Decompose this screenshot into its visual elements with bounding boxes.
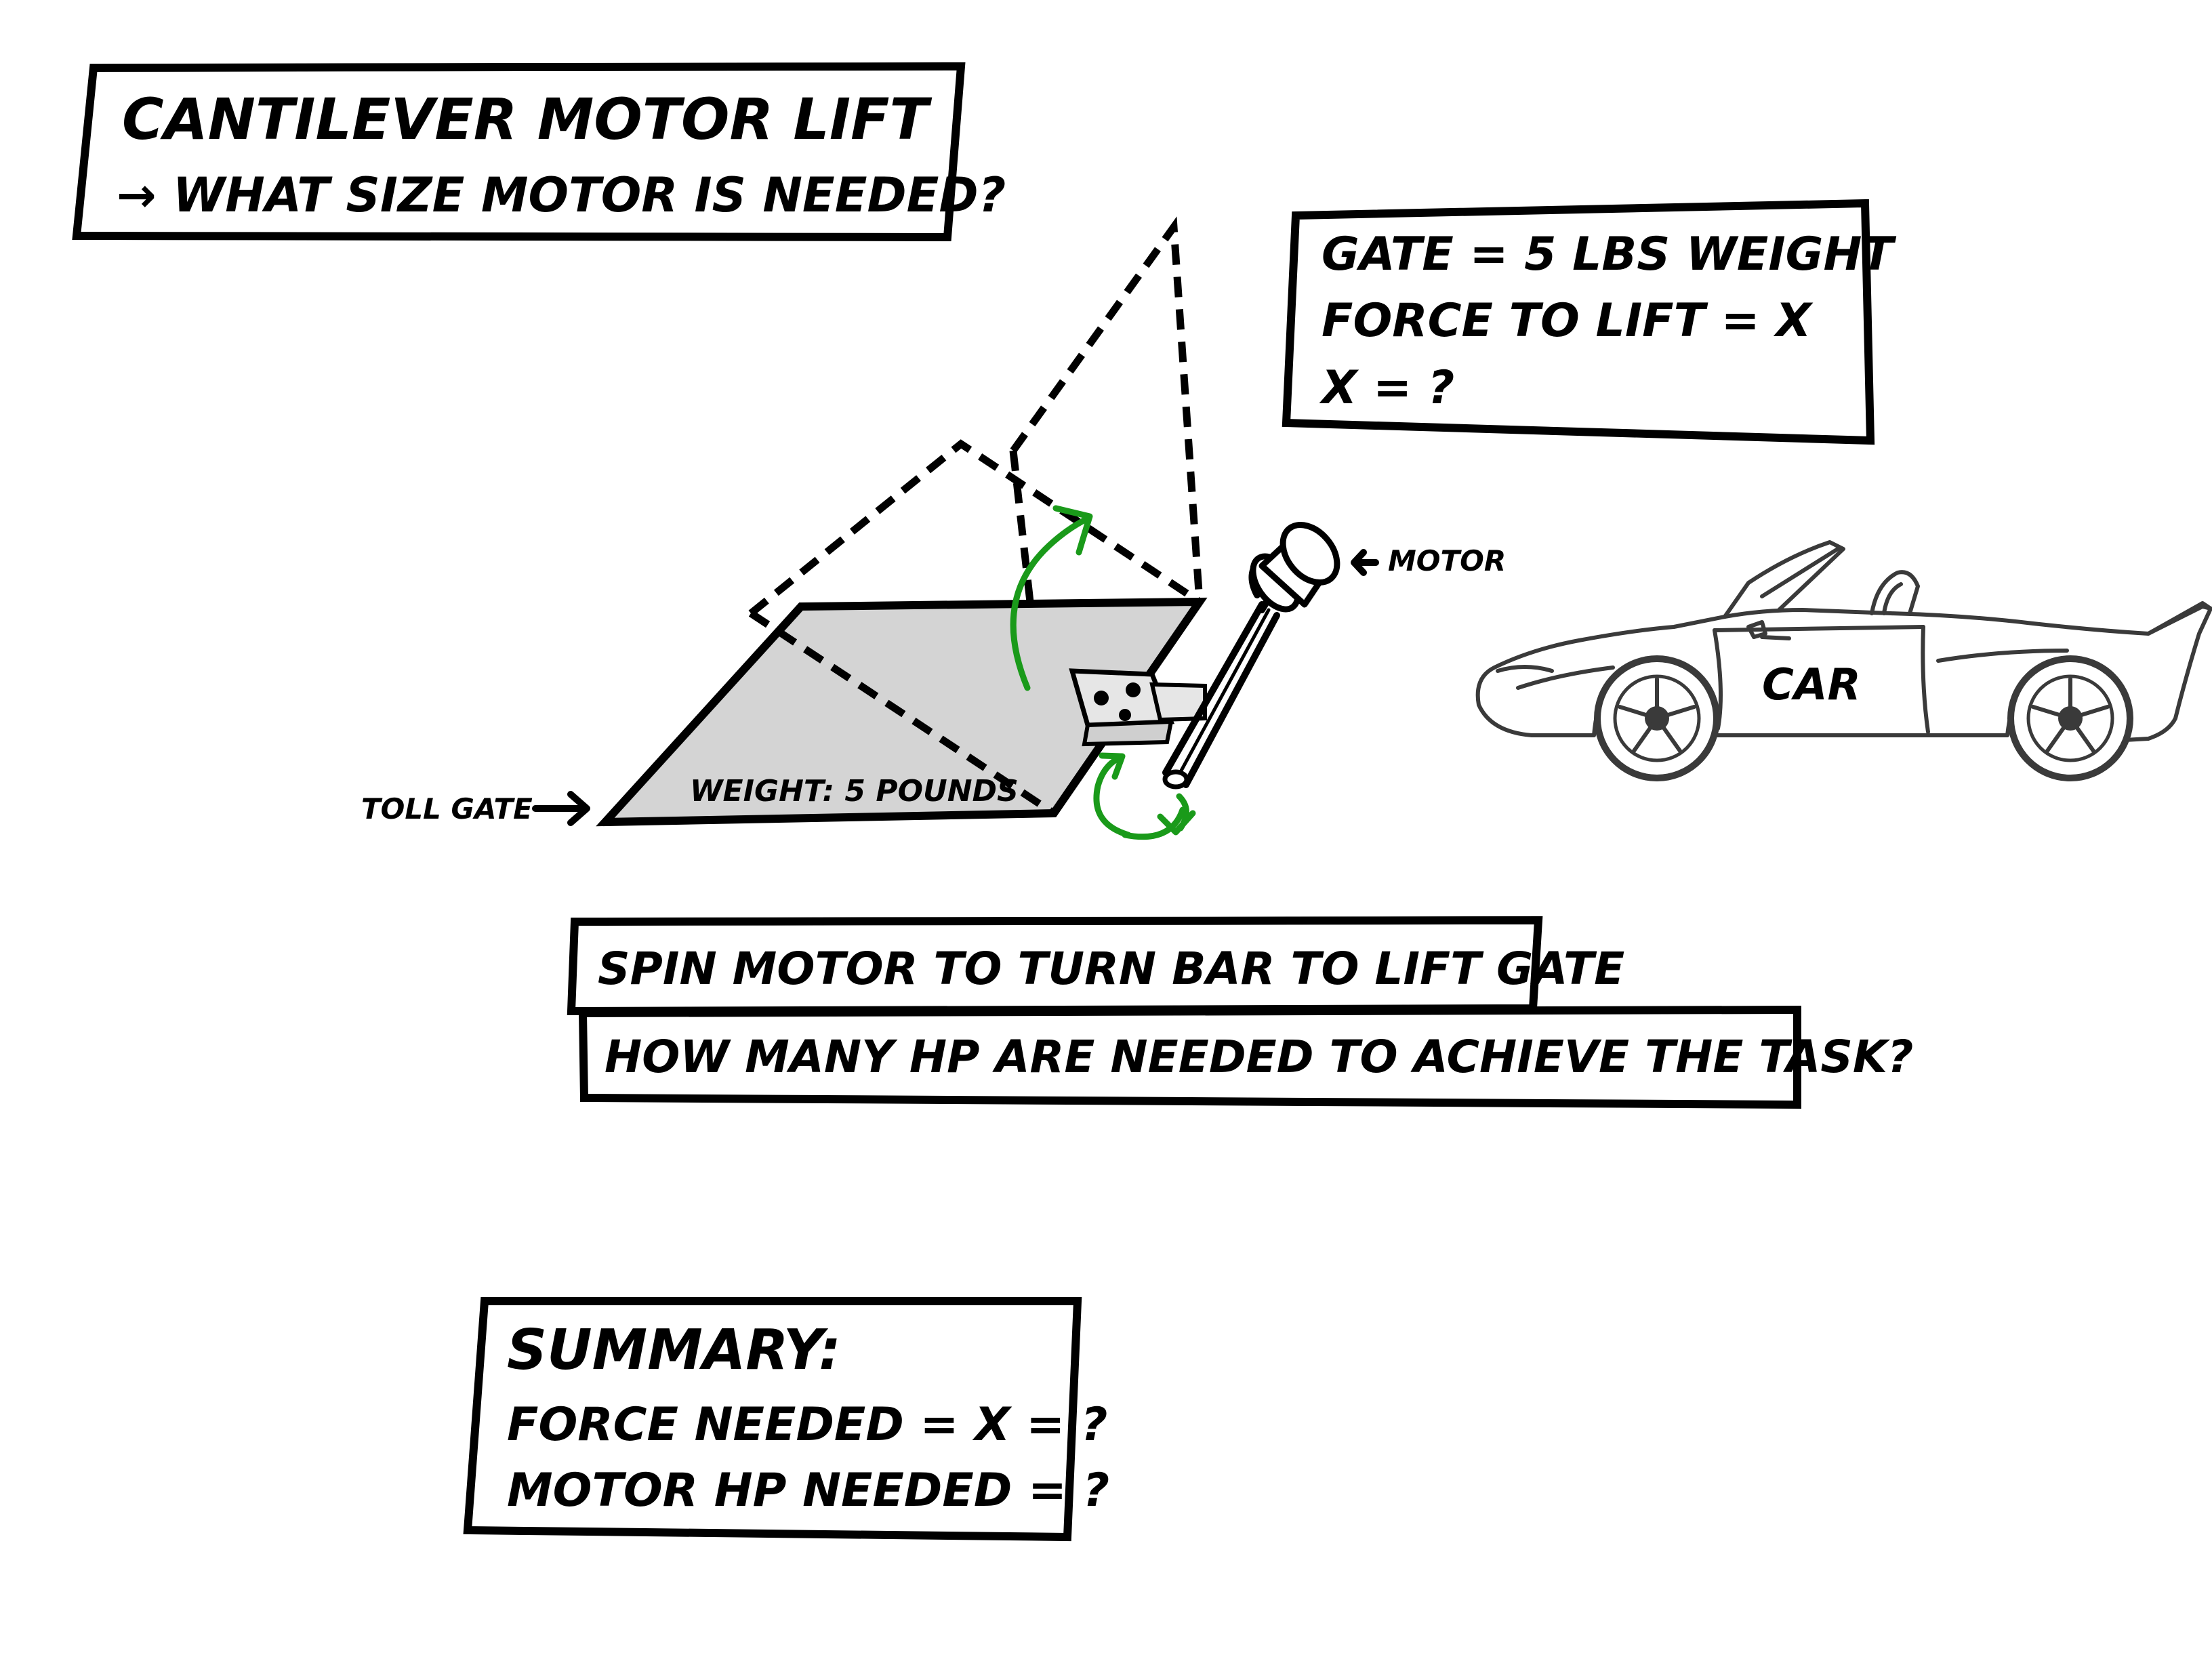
title-question: → WHAT SIZE MOTOR IS NEEDED? xyxy=(117,167,1006,223)
summary-panel: SUMMARY: FORCE NEEDED = X = ? MOTOR HP N… xyxy=(463,1297,1109,1542)
givens-line-2: FORCE TO LIFT = X xyxy=(1322,294,1814,348)
summary-force: FORCE NEEDED = X = ? xyxy=(507,1398,1107,1452)
curved-arrow-up-icon xyxy=(1010,505,1093,691)
circular-arrows-icon xyxy=(1093,752,1196,840)
givens-line-1: GATE = 5 LBS WEIGHT xyxy=(1322,228,1896,281)
title-main: CANTILEVER MOTOR LIFT xyxy=(122,86,933,152)
gate-hinge-guide xyxy=(748,610,1057,817)
givens-panel: GATE = 5 LBS WEIGHT FORCE TO LIFT = X X … xyxy=(1282,199,1896,445)
motor-label: MOTOR xyxy=(1388,544,1506,577)
motor xyxy=(1248,522,1340,613)
gate-weight-label: WEIGHT: 5 POUNDS xyxy=(690,774,1019,808)
givens-box xyxy=(1282,199,1875,445)
toll-gate-label: TOLL GATE xyxy=(361,792,533,825)
motor-label-group: MOTOR xyxy=(1351,544,1506,577)
instruction-line-1: SPIN MOTOR TO TURN BAR TO LIFT GATE xyxy=(598,943,1624,995)
instruction-panel: SPIN MOTOR TO TURN BAR TO LIFT GATE HOW … xyxy=(567,916,1913,1109)
hinge-bracket xyxy=(1069,668,1207,747)
instruction-line-2: HOW MANY HP ARE NEEDED TO ACHIEVE THE TA… xyxy=(605,1031,1913,1083)
arrow-left-icon xyxy=(1351,549,1379,576)
motor-shaft xyxy=(1162,601,1280,790)
car-label: CAR xyxy=(1762,660,1861,710)
givens-line-3: X = ? xyxy=(1319,361,1454,415)
summary-box xyxy=(463,1297,1082,1542)
car-rear-wheel xyxy=(2007,655,2133,781)
car-illustration: CAR xyxy=(1475,540,2212,781)
title-box xyxy=(72,62,966,242)
summary-hp: MOTOR HP NEEDED = ? xyxy=(507,1464,1109,1517)
toll-gate-label-group: TOLL GATE xyxy=(361,791,590,826)
car-front-wheel xyxy=(1594,655,1720,781)
summary-heading: SUMMARY: xyxy=(507,1318,841,1382)
instruction-box-2 xyxy=(578,1005,1801,1109)
title-panel: CANTILEVER MOTOR LIFT → WHAT SIZE MOTOR … xyxy=(72,62,1006,242)
arrow-right-icon xyxy=(532,791,590,826)
